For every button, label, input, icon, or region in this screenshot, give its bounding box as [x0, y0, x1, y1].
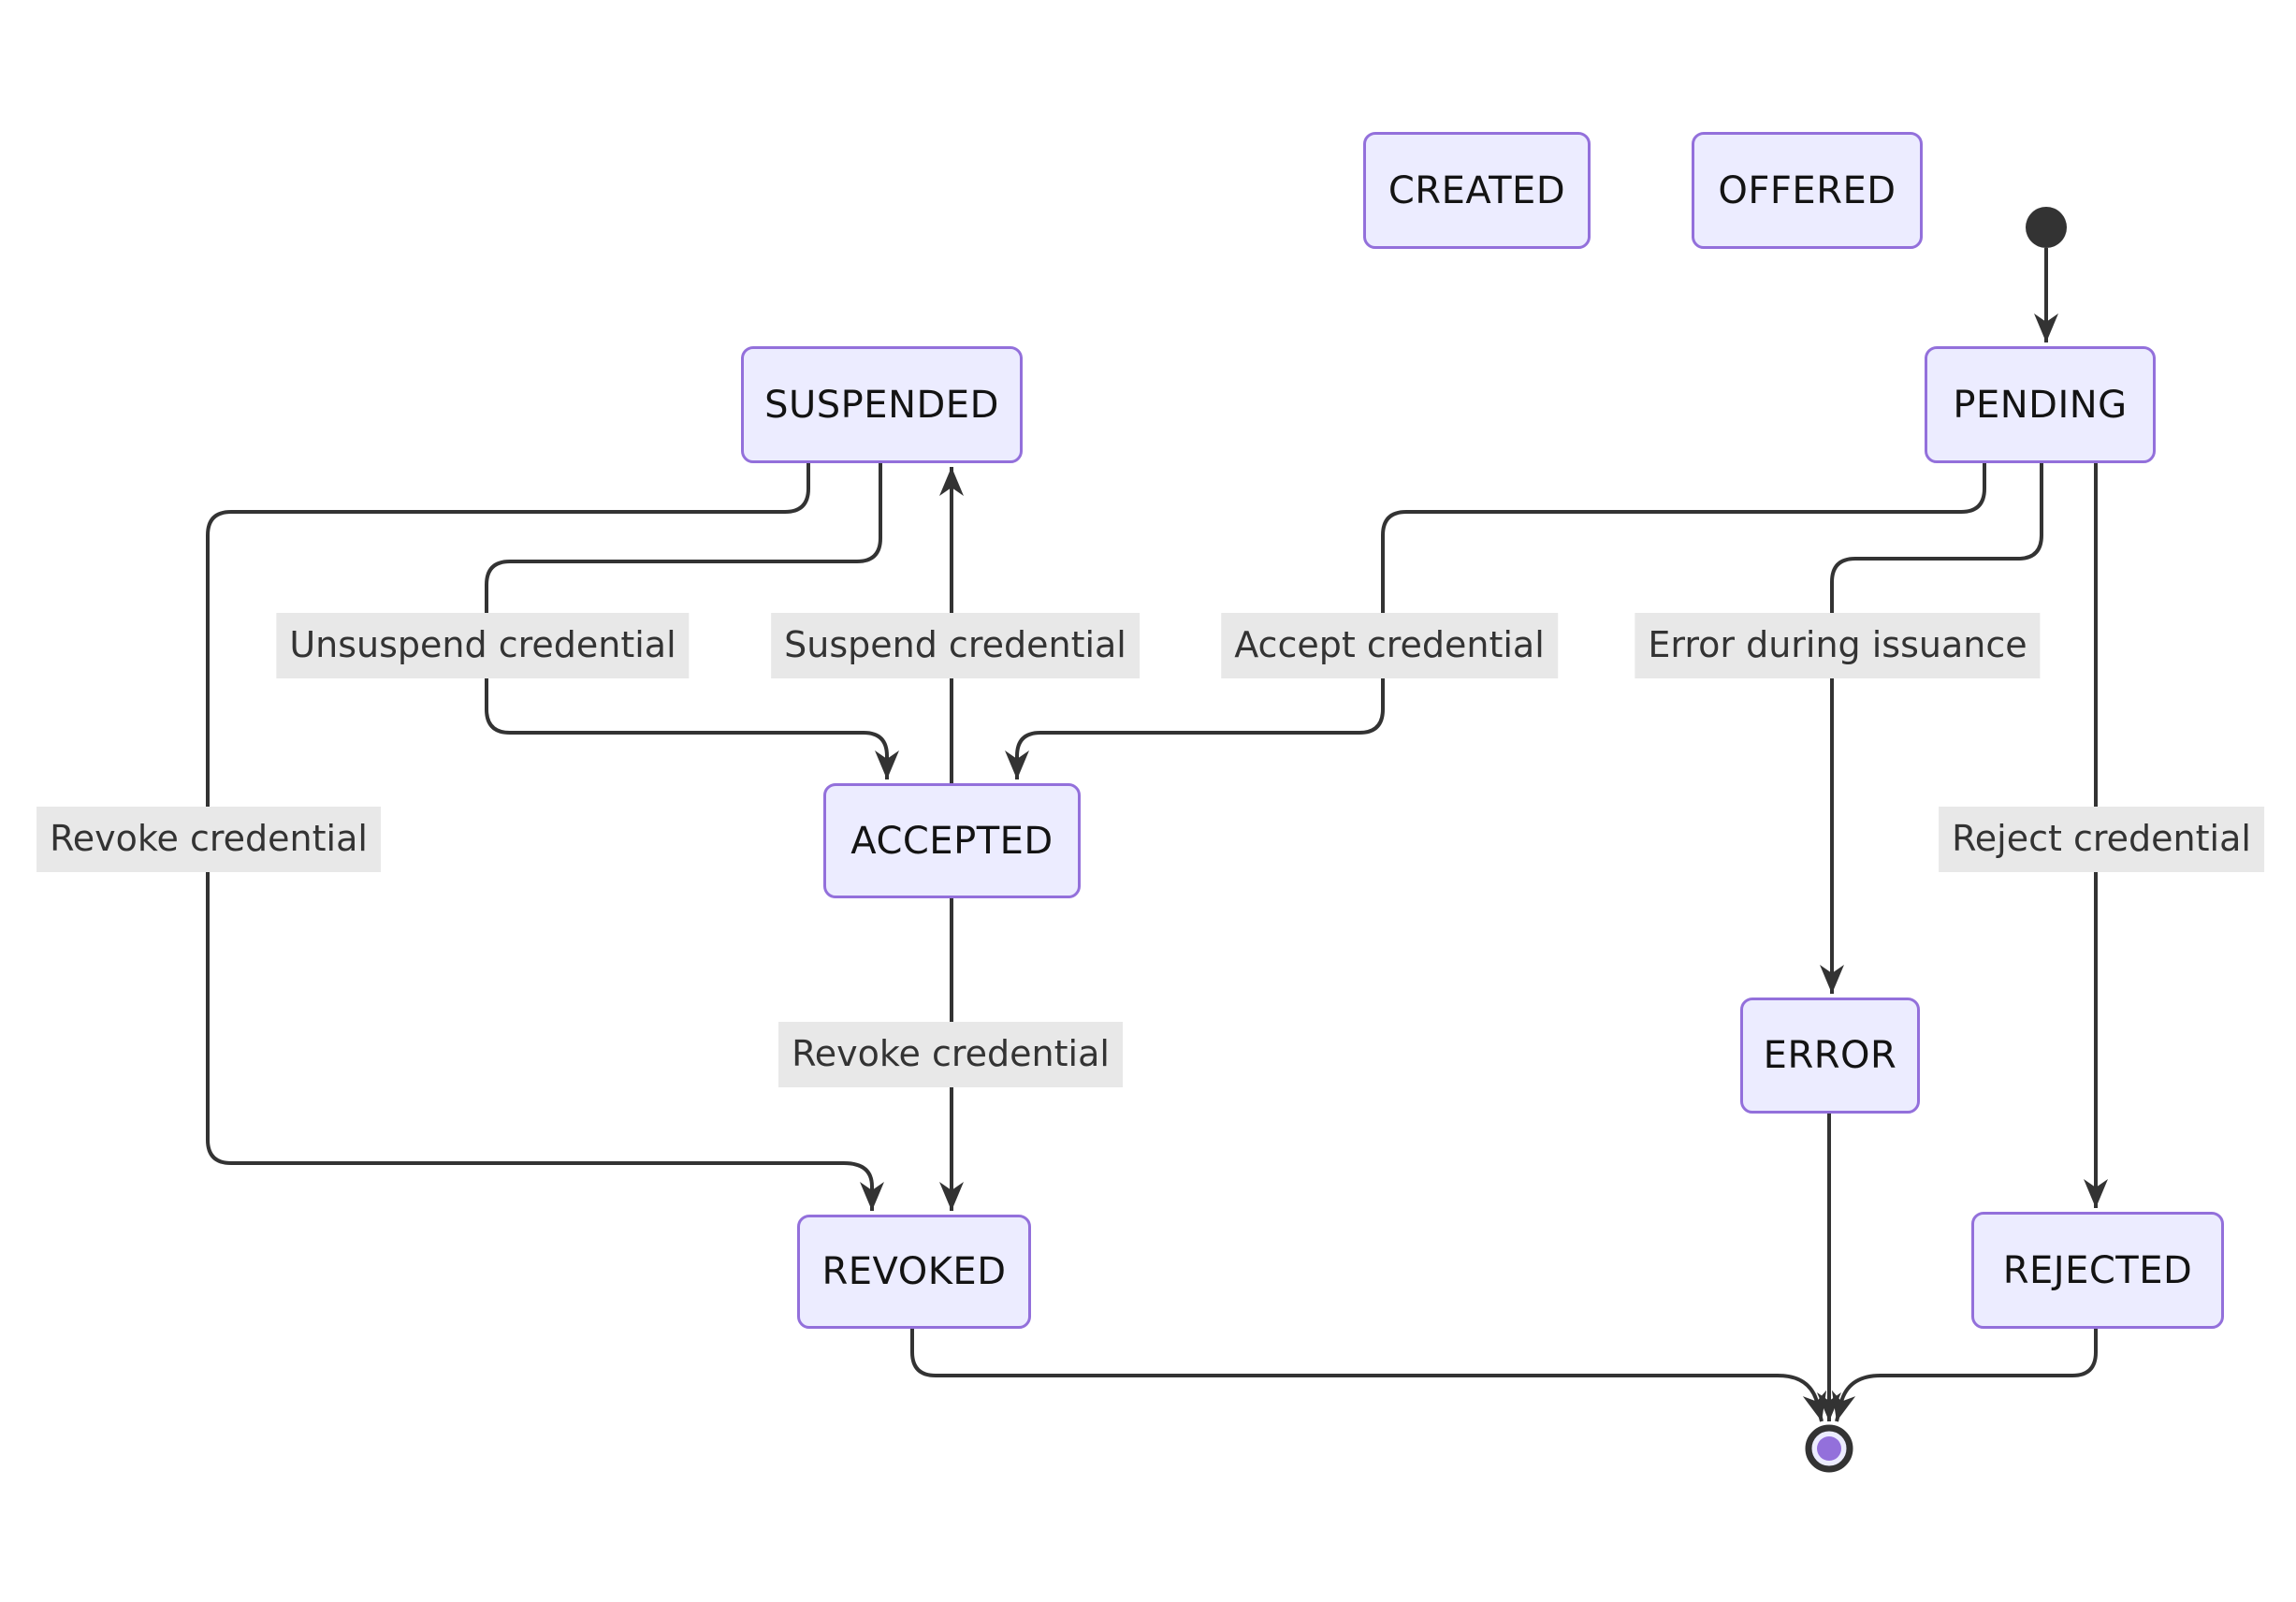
edge-label-suspend-credential: Suspend credential	[771, 613, 1140, 678]
edge-label-error-during-issuance: Error during issuance	[1635, 613, 2041, 678]
start-state-dot	[2026, 207, 2067, 248]
state-node-created: CREATED	[1363, 132, 1591, 249]
edge-rejected-end	[1831, 1329, 2098, 1422]
edge-label-revoke-credential-center: Revoke credential	[778, 1022, 1123, 1087]
state-node-error: ERROR	[1740, 998, 1920, 1114]
state-node-pending: PENDING	[1925, 346, 2156, 463]
state-node-suspended: SUSPENDED	[741, 346, 1023, 463]
edge-label-unsuspend-credential: Unsuspend credential	[276, 613, 690, 678]
edge-label-revoke-credential-left: Revoke credential	[36, 807, 381, 872]
state-node-accepted: ACCEPTED	[823, 783, 1081, 898]
end-state-inner-dot	[1817, 1436, 1841, 1461]
edge-label-reject-credential: Reject credential	[1939, 807, 2264, 872]
edge-label-accept-credential: Accept credential	[1221, 613, 1558, 678]
edge-pending-error	[1820, 463, 2043, 994]
state-node-rejected: REJECTED	[1971, 1212, 2224, 1329]
state-node-revoked: REVOKED	[797, 1215, 1031, 1329]
state-node-offered: OFFERED	[1692, 132, 1923, 249]
edge-revoked-end	[910, 1329, 1827, 1422]
